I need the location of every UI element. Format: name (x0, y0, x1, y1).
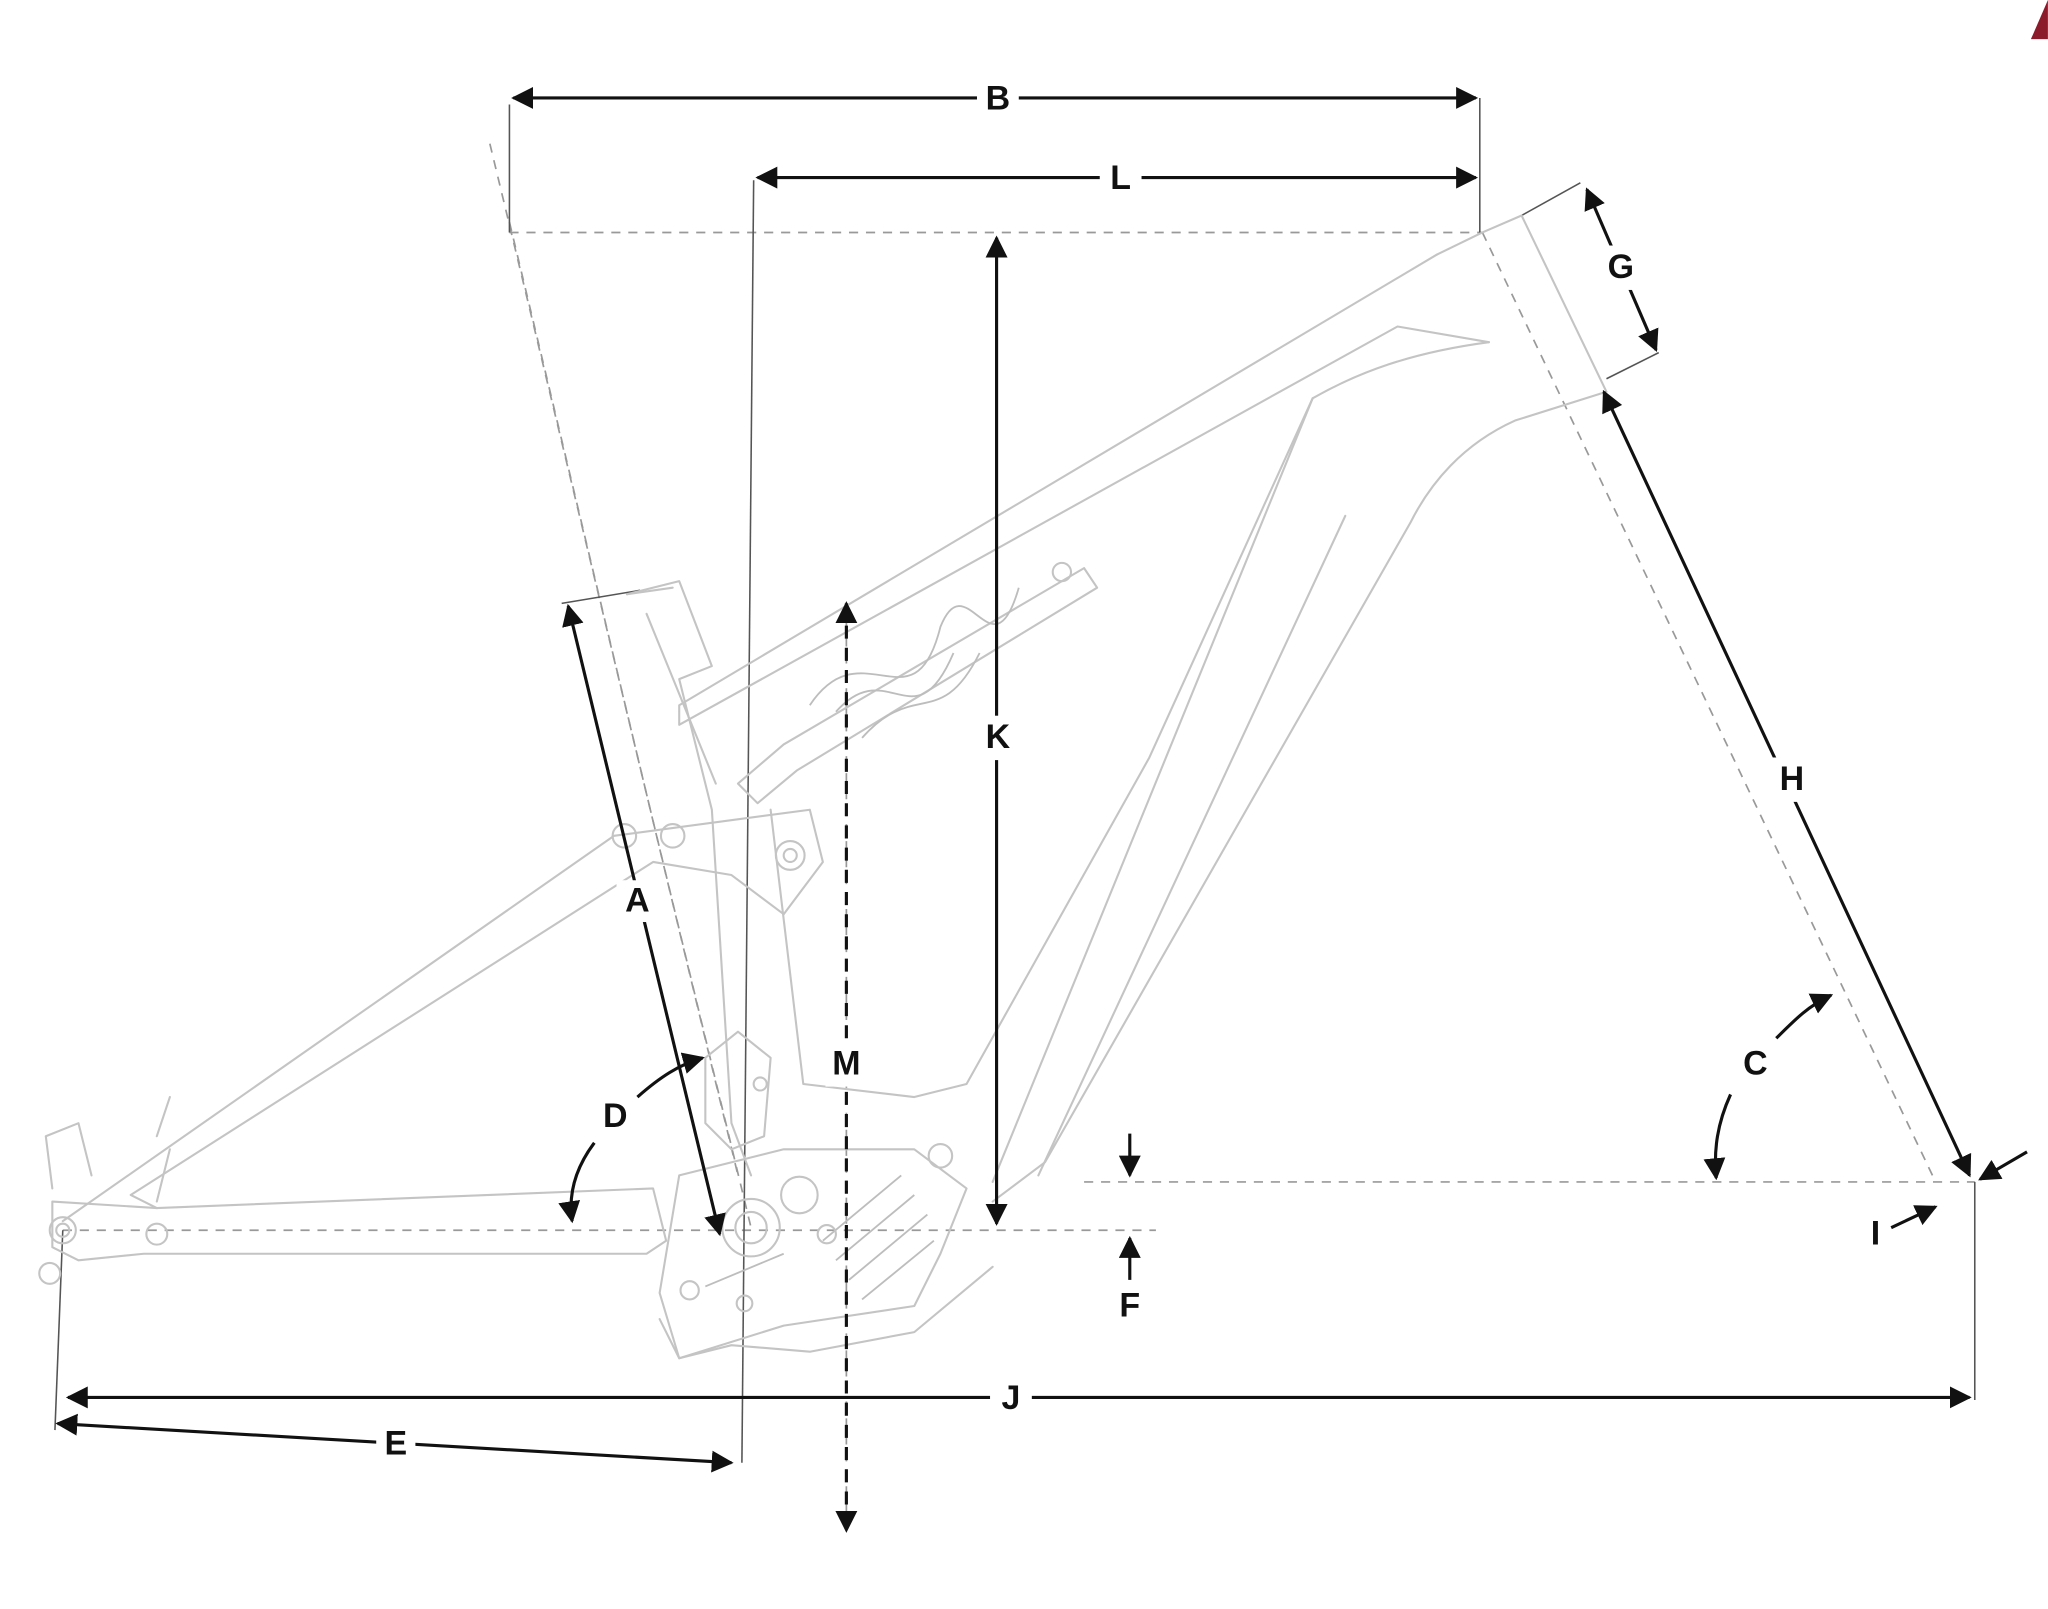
label-G: G (1608, 248, 1634, 286)
label-F: F (1119, 1286, 1140, 1324)
reference-lines (54, 97, 1976, 1515)
brand-corner-mark (2030, 0, 2048, 40)
label-K: K (986, 718, 1011, 756)
dimension-labels: B L K M A G H C D E F I J (376, 78, 1880, 1466)
label-M: M (832, 1045, 860, 1083)
label-I: I (1871, 1214, 1880, 1252)
label-D: D (603, 1097, 628, 1135)
label-E: E (384, 1425, 407, 1463)
label-L: L (1110, 159, 1131, 197)
bike-frame (38, 214, 1608, 1360)
dimension-arrows (55, 86, 2028, 1533)
label-H: H (1780, 760, 1805, 798)
label-B: B (986, 80, 1011, 118)
label-J: J (1002, 1379, 1021, 1417)
label-A: A (625, 881, 650, 919)
label-C: C (1743, 1045, 1768, 1083)
